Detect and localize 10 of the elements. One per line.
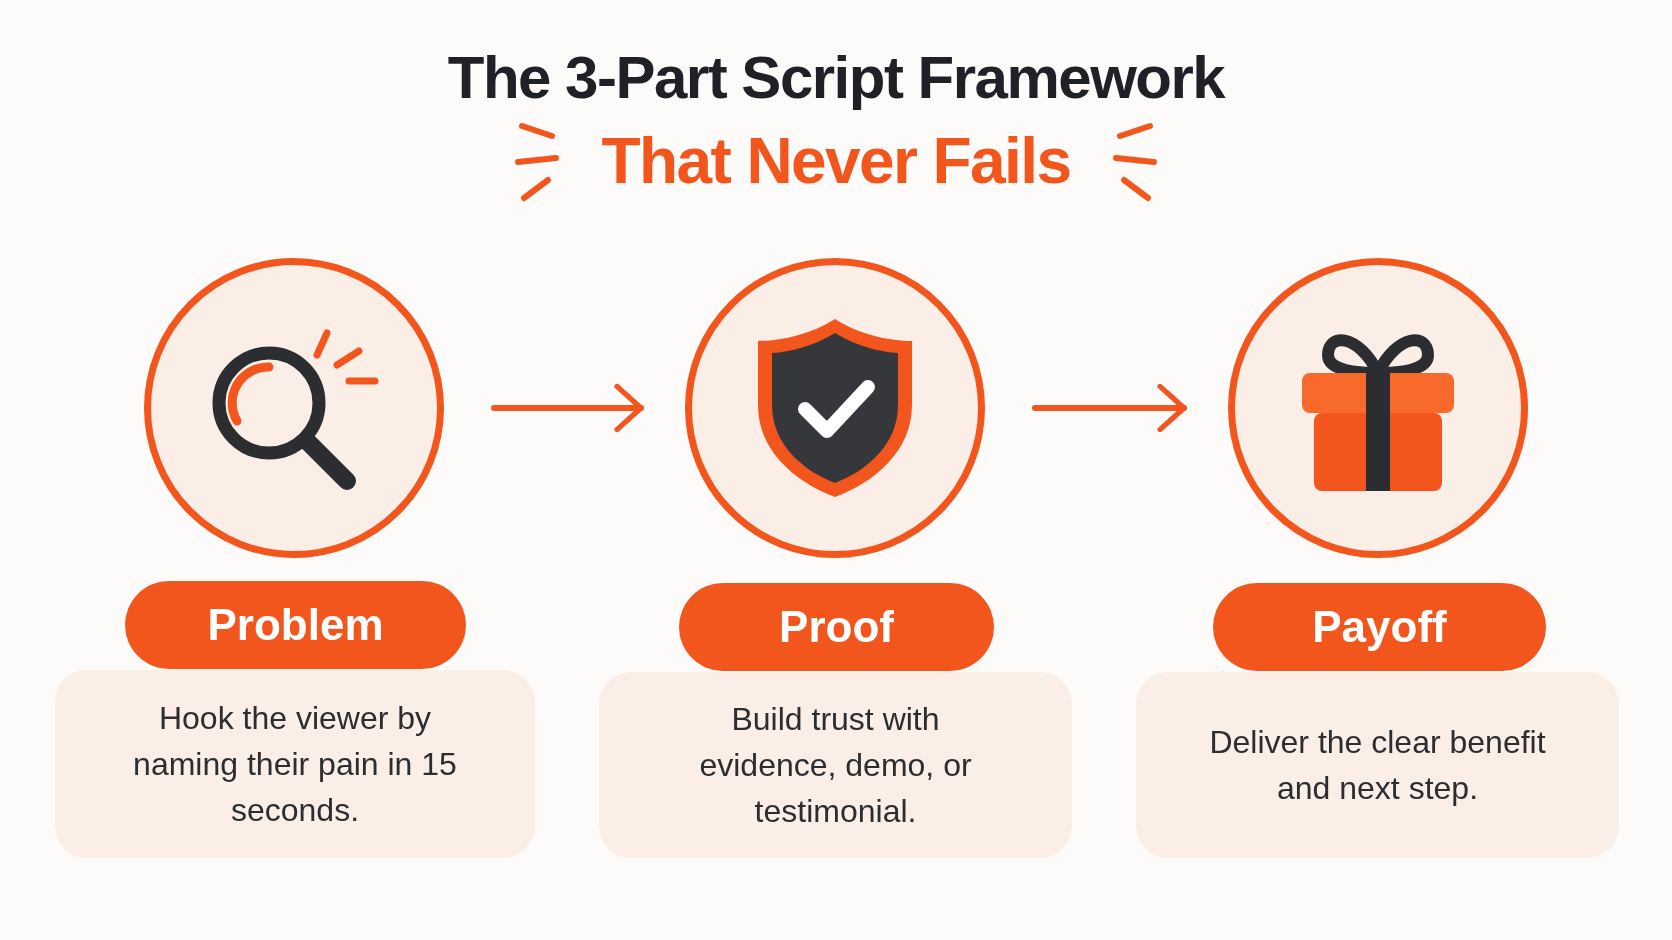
arrow	[1032, 383, 1187, 433]
description-card: Deliver the clear benefit and next step.	[1136, 672, 1619, 858]
description-card: Hook the viewer by naming their pain in 15 seconds.	[55, 670, 535, 858]
title: The 3-Part Script Framework	[447, 43, 1225, 113]
arrow	[491, 383, 644, 433]
step-label: Proof	[679, 583, 994, 671]
step-label: Payoff	[1213, 583, 1546, 671]
step-label: Problem	[125, 581, 466, 669]
description-card: Build trust with evidence, demo, or testimonial.	[599, 672, 1072, 858]
subtitle: That Never Fails	[601, 124, 1071, 199]
